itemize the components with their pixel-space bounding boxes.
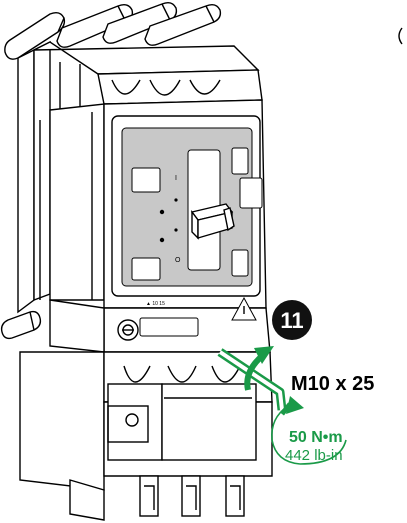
screw-spec-label: M10 x 25 (291, 373, 374, 395)
step-number: 11 (280, 308, 303, 333)
torque-imperial-label: 442 lb-in (285, 447, 343, 464)
bottom-terminal-block (19, 351, 273, 521)
lower-busbar-left (0, 310, 42, 340)
step-badge: 11 (272, 300, 312, 340)
front-face-panel (111, 115, 263, 297)
torque-metric-label: 50 N•m (289, 429, 343, 446)
operating-handle (190, 203, 235, 240)
edge-bracket-icon (398, 27, 403, 45)
rating-marking: ▲ 10 15 (146, 301, 165, 307)
indicator-off-label: O (175, 257, 181, 264)
torque-arrow-icon (271, 396, 347, 465)
lower-housing (49, 296, 271, 353)
indicator-on-label: I (175, 175, 177, 182)
top-busbars (4, 1, 222, 60)
rotation-arrow-head-icon (254, 346, 274, 364)
hex-key-icon (217, 348, 287, 411)
rotation-arrow-icon (244, 353, 265, 391)
